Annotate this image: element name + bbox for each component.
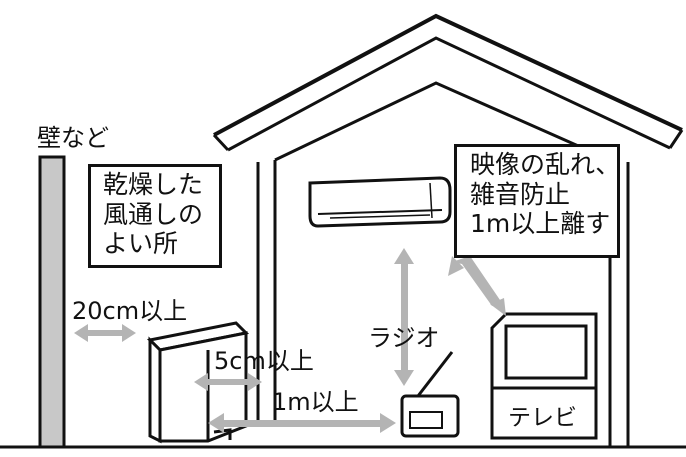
wall-post [38,155,66,449]
arrow-unit-radio [222,420,382,427]
dry-place-line-1: 乾燥した [103,170,204,199]
interference-line-1: 映像の乱れ、 [470,150,621,179]
arrow-ac-radio [401,262,408,372]
tv-set [490,312,598,440]
roof-inner [227,36,671,152]
dry-place-line-3: よい所 [103,229,179,258]
tv-label: テレビ [508,405,577,431]
arrow-side [206,379,250,385]
roof-outer [213,13,683,137]
radio-label: ラジオ [368,324,440,352]
distance-radio-label: 1m以上 [272,388,359,416]
roof-eave-left [212,133,230,152]
arrow-wall-unit [86,330,124,336]
dry-place-box [88,164,222,268]
dry-place-text: 乾燥した 風通しの よい所 [103,170,203,259]
interference-line-3: 1m以上離す [470,209,611,238]
appliance-unit [146,321,250,444]
interference-line-2: 雑音防止 [470,179,571,209]
wall-label: 壁など [37,124,109,152]
distance-wall-label: 20cm以上 [72,297,188,325]
interference-note-text: 映像の乱れ、 雑音防止 1m以上離す [470,150,620,239]
arrow-ac-tv [452,256,500,306]
air-conditioner [308,176,452,228]
roof-eave-right [668,129,684,149]
distance-arrows [74,248,506,433]
dry-place-line-2: 風通しの [103,199,204,229]
interference-note-box [454,144,620,258]
radio-device [400,351,460,438]
distance-side-label: 5cm以上 [214,347,314,375]
house-inner-gable [274,81,611,162]
